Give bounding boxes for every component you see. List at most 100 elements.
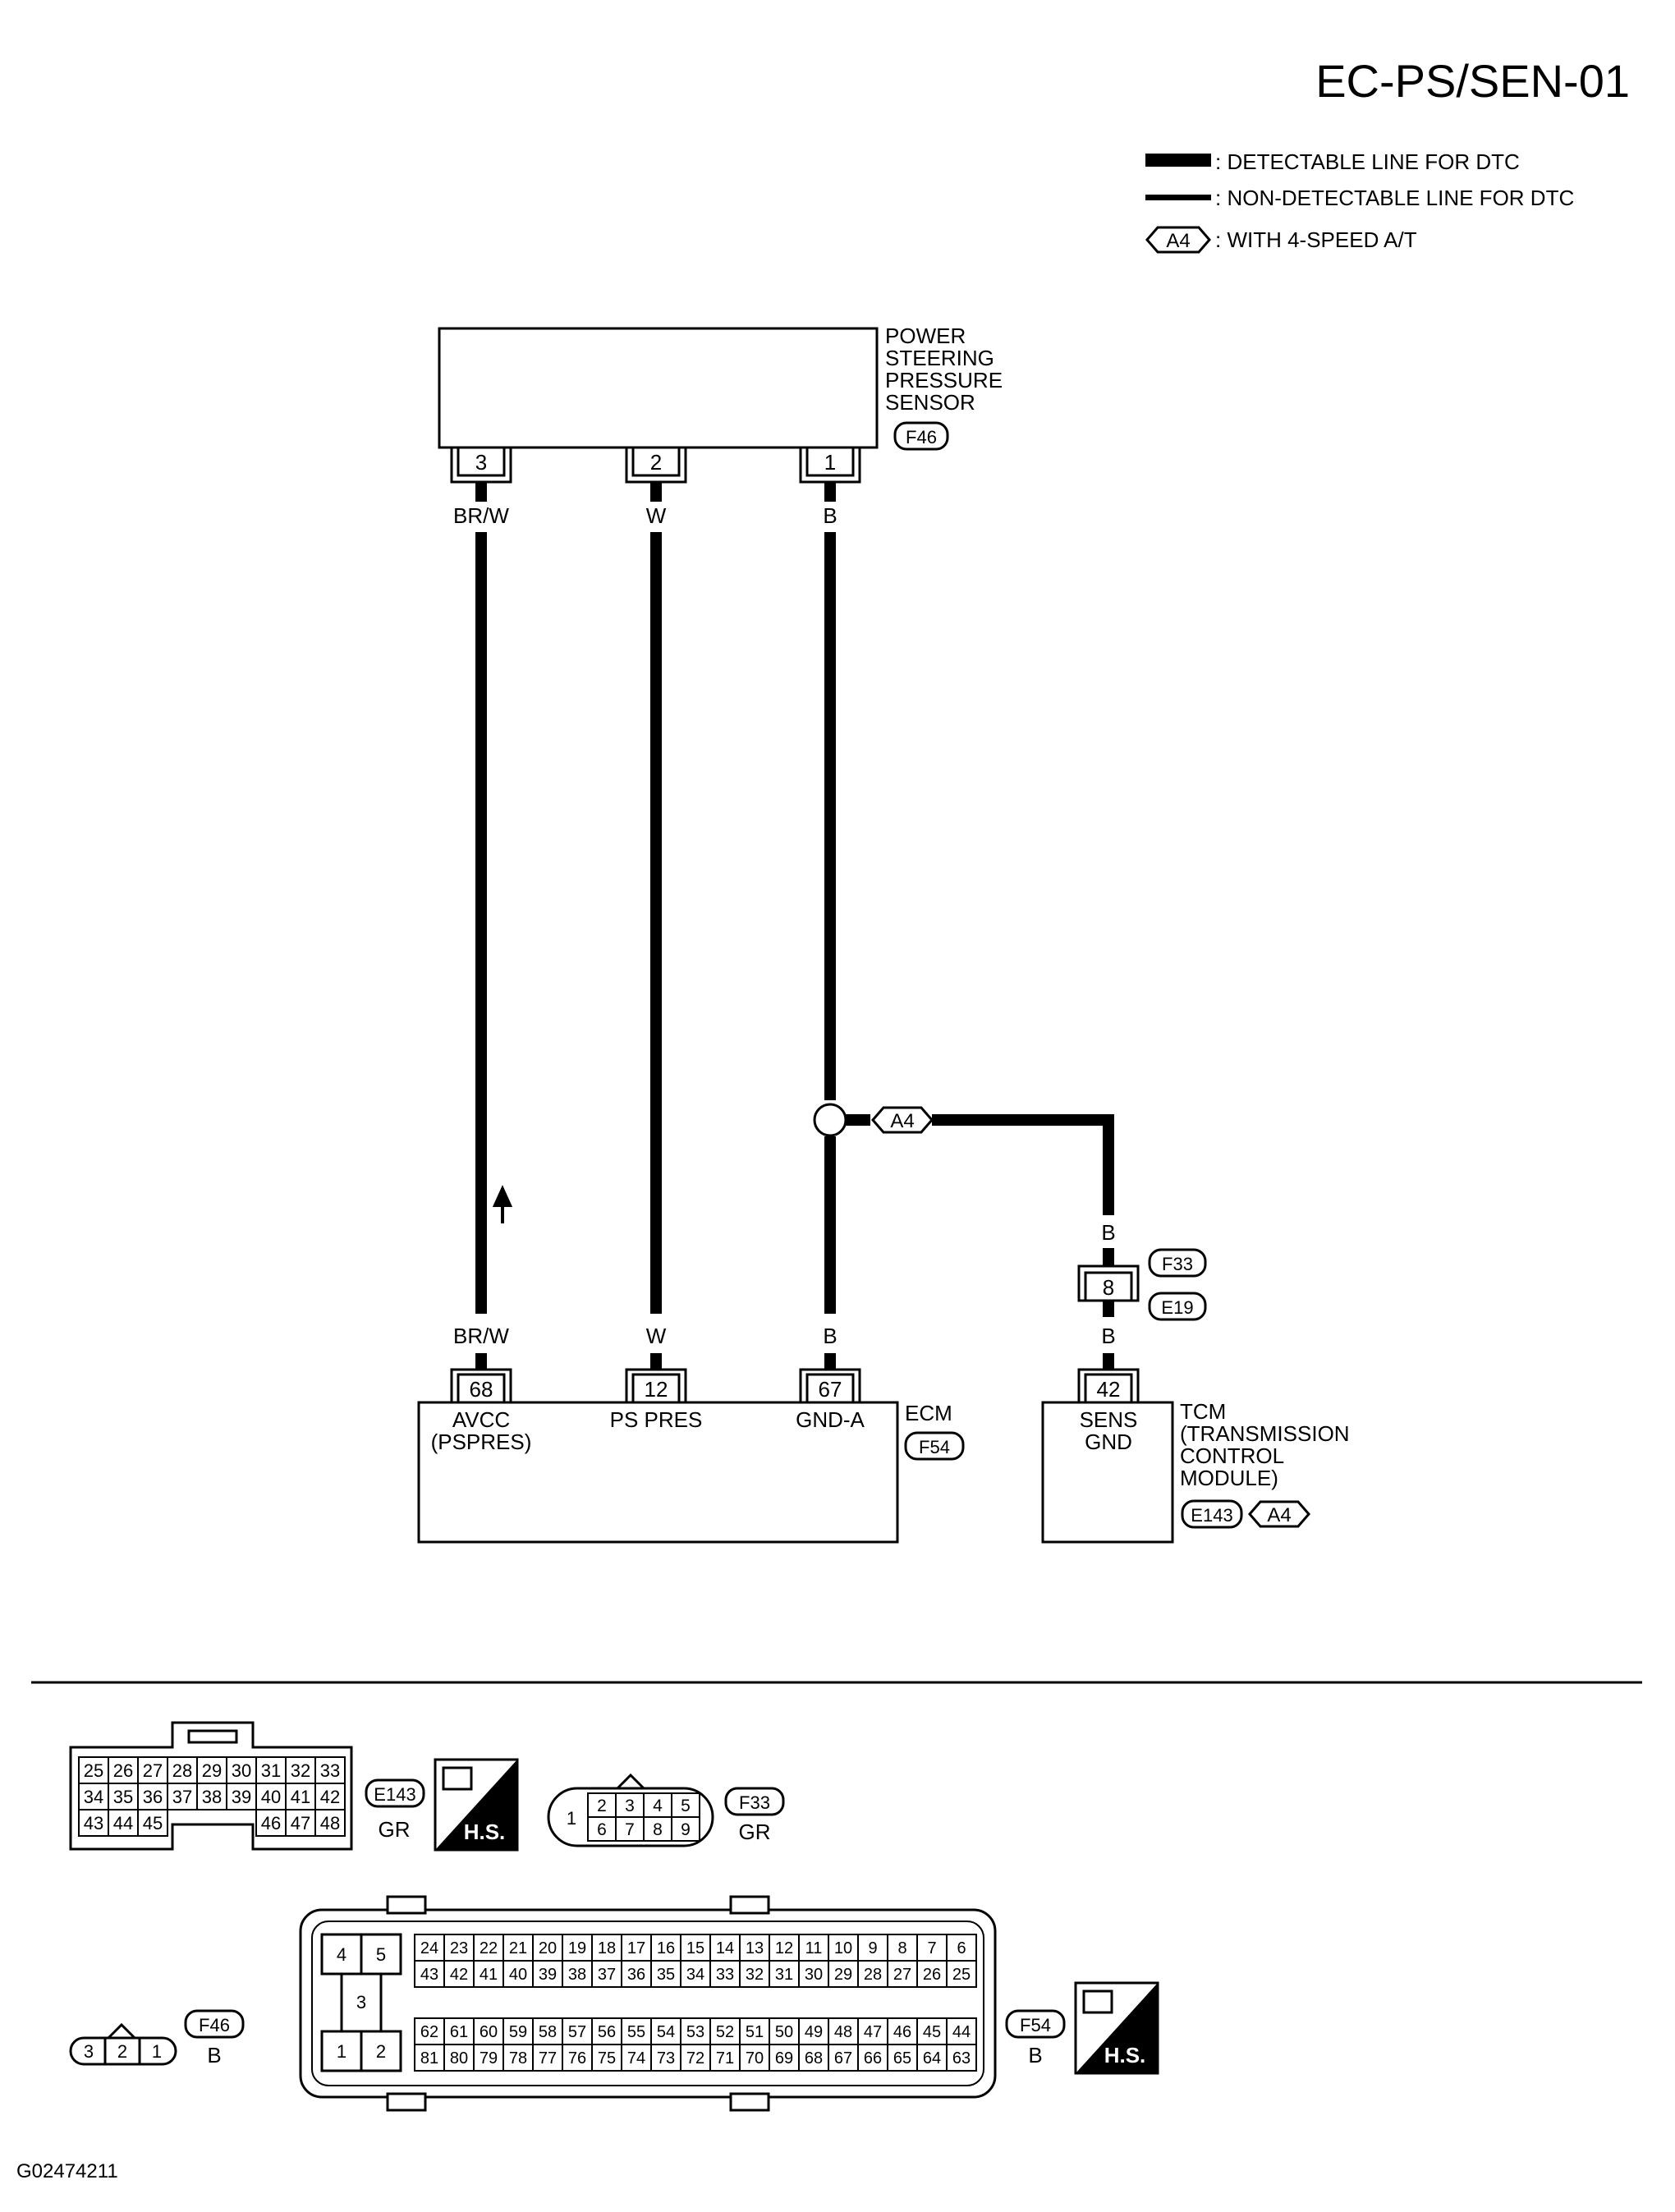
pin-cell — [916, 2044, 948, 2072]
wire-w-color-top: W — [646, 503, 667, 528]
ecm-pin-12-box — [631, 1373, 681, 1404]
power-steering-pressure-sensor: POWER STEERING PRESSURE SENSOR F46 3 2 1 — [438, 324, 1003, 484]
pin-cell — [167, 1783, 198, 1810]
ecm-body — [417, 1401, 899, 1544]
ecm-terminal-ps-pres: PS PRES — [610, 1407, 703, 1432]
pin-cell — [650, 1934, 681, 1962]
pin-number: 6 — [957, 1939, 966, 1957]
wire-b-stub-top — [824, 482, 836, 502]
f54-pin-2: 2 — [376, 2041, 386, 2062]
pin-number: 81 — [420, 2049, 438, 2067]
pin-number: 73 — [657, 2049, 675, 2067]
pin-number: 69 — [775, 2049, 793, 2067]
pin-number: 78 — [509, 2049, 527, 2067]
pin-number: 50 — [775, 2023, 793, 2041]
wire-branch-stub — [846, 1114, 870, 1126]
f54-tab-bottom-right — [729, 2092, 770, 2112]
f46-pin-2: 2 — [117, 2041, 127, 2062]
sensor-name-line-3: PRESSURE — [885, 368, 1003, 392]
joint-wire-color-bottom: B — [1101, 1324, 1115, 1348]
pin-number: 38 — [202, 1787, 222, 1807]
wire-w — [650, 532, 662, 1314]
pin-number: 53 — [686, 2023, 704, 2041]
pin-number: 80 — [450, 2049, 468, 2067]
pin-cell — [532, 1960, 563, 1988]
tcm-option-tag — [1248, 1500, 1310, 1528]
pin-number: 31 — [775, 1966, 793, 1984]
joint-wire-stub-top — [1103, 1248, 1114, 1266]
pin-number: 15 — [686, 1939, 704, 1957]
pin-number: 26 — [113, 1760, 133, 1781]
connector-head-icon — [1082, 1989, 1113, 2014]
wires: BR/W BR/W W W B B A4 B B — [453, 482, 1116, 1370]
figure-id: G02474211 — [16, 2160, 118, 2182]
pin-cell — [591, 1960, 622, 1988]
pin-cell — [946, 1960, 977, 1988]
pin-cell — [443, 1934, 475, 1962]
f33-connector-tag — [724, 1787, 785, 1816]
pin-cell — [255, 1756, 287, 1784]
pin-number: 22 — [480, 1939, 498, 1957]
sensor-name-line-4: SENSOR — [885, 390, 975, 415]
pin-cell — [562, 1934, 593, 1962]
pin-number: 26 — [923, 1966, 941, 1984]
pin-number: 42 — [320, 1787, 340, 1807]
e143-color: GR — [379, 1817, 411, 1842]
pin-number: 37 — [598, 1966, 616, 1984]
pin-number: 19 — [568, 1939, 586, 1957]
pin-number: 62 — [420, 2023, 438, 2041]
pin-number: 29 — [202, 1760, 222, 1781]
f33-pin-1: 1 — [567, 1808, 576, 1829]
pin-number: 46 — [261, 1813, 281, 1833]
ecm-pin-67-housing — [799, 1368, 861, 1402]
e143-connector-label: E143 — [374, 1784, 415, 1805]
e143-hs-symbol: H.S. — [434, 1758, 519, 1852]
tcm-terminal-gnd: GND — [1085, 1430, 1132, 1454]
pin-cell — [643, 1816, 672, 1842]
pin-number: 9 — [868, 1939, 877, 1957]
f46-connector-tag — [184, 2009, 245, 2039]
pin-number: 7 — [927, 1939, 936, 1957]
pin-number: 30 — [805, 1966, 823, 1984]
pin-number: 44 — [113, 1813, 133, 1833]
pin-number: 38 — [568, 1966, 586, 1984]
ecm-connector-tag — [904, 1431, 965, 1461]
pin-number: 43 — [84, 1813, 103, 1833]
tcm-body — [1041, 1401, 1174, 1544]
pin-number: 29 — [834, 1966, 852, 1984]
pin-cell — [671, 1816, 700, 1842]
wire-b-upper — [824, 532, 836, 1100]
tcm-pin-42-housing — [1077, 1368, 1140, 1402]
tcm: 42 SENS GND TCM (TRANSMISSION CONTROL MO… — [1041, 1368, 1350, 1544]
pin-number: 58 — [539, 2023, 557, 2041]
non-detectable-line-swatch — [1145, 195, 1211, 200]
branch-option-tag-label: A4 — [890, 1110, 914, 1132]
pin-number: 21 — [509, 1939, 527, 1957]
sensor-pin-3: 3 — [475, 450, 487, 475]
pin-number: 40 — [509, 1966, 527, 1984]
pin-number: 41 — [480, 1966, 498, 1984]
sensor-connector-tag — [893, 421, 949, 451]
pin-cell — [137, 1809, 168, 1837]
sensor-pin-3-box — [457, 446, 506, 477]
pin-cell — [828, 2017, 859, 2045]
tcm-option-tag-label: A4 — [1267, 1504, 1291, 1526]
pin-number: 56 — [598, 2023, 616, 2041]
ecm-terminal-gnd-a: GND-A — [796, 1407, 865, 1432]
pin-number: 34 — [84, 1787, 103, 1807]
hs-label: H.S. — [464, 1820, 506, 1844]
f46-key — [105, 2022, 138, 2040]
pin-cell — [78, 1809, 109, 1837]
pin-cell — [887, 2044, 918, 2072]
pin-number: 3 — [625, 1797, 635, 1815]
pin-cell — [562, 1960, 593, 1988]
pin-number: 9 — [681, 1820, 691, 1839]
f33-key — [614, 1773, 647, 1790]
pin-number: 45 — [923, 2023, 941, 2041]
